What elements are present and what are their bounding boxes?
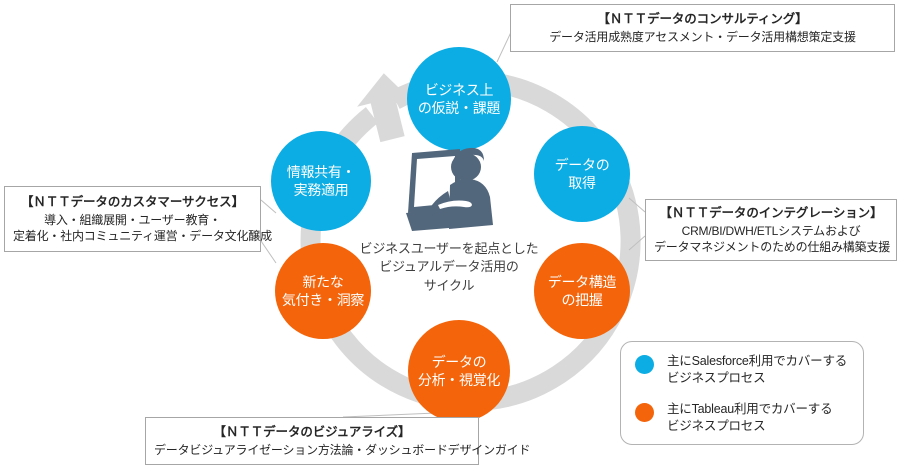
cycle-node-share[interactable]: 情報共有・ 実務適用 xyxy=(271,131,371,231)
center-caption-line: サイクル xyxy=(423,277,475,293)
cycle-node-insight[interactable]: 新たな 気付き・洞察 xyxy=(275,243,371,339)
center-caption-line: ビジュアルデータ活用の xyxy=(379,259,519,275)
node-line: 取得 xyxy=(568,175,596,191)
cycle-node-structure-label: データ構造 の把握 xyxy=(548,273,617,309)
person-at-computer-icon xyxy=(406,147,493,231)
callout-consulting-line: データ活用成熟度アセスメント・データ活用構想策定支援 xyxy=(549,29,856,44)
callout-consulting-title: 【ＮＴＴデータのコンサルティング】 xyxy=(597,12,808,27)
cycle-node-hypothesis-label: ビジネス上 の仮説・課題 xyxy=(417,81,501,117)
center-caption-line: ビジネスユーザーを起点とした xyxy=(359,241,539,256)
legend-swatch-orange-icon xyxy=(635,402,654,422)
callout-integration: 【ＮＴＴデータのインテグレーション】 CRM/BI/DWH/ETLシステムおよび… xyxy=(645,199,897,261)
cycle-node-hypothesis[interactable]: ビジネス上 の仮説・課題 xyxy=(407,47,511,151)
node-line: の仮説・課題 xyxy=(417,100,501,116)
callout-customer-success: 【ＮＴＴデータのカスタマーサクセス】 導入・組織展開・ユーザー教育・ 定着化・社… xyxy=(4,186,272,252)
cycle-node-share-label: 情報共有・ 実務適用 xyxy=(287,163,356,199)
node-line: 新たな xyxy=(302,273,344,290)
legend-line: 主にTableau利用でカバーする xyxy=(667,401,833,416)
callout-consulting: 【ＮＴＴデータのコンサルティング】 データ活用成熟度アセスメント・データ活用構想… xyxy=(510,4,895,52)
cycle-arrowhead-icon xyxy=(357,73,411,143)
legend-item-salesforce-label: 主にSalesforce利用でカバーする ビジネスプロセス xyxy=(667,353,847,388)
legend-line: ビジネスプロセス xyxy=(667,371,766,386)
callout-integration-line: データマネジメントのための仕組み構築支援 xyxy=(654,239,891,254)
callout-integration-title: 【ＮＴＴデータのインテグレーション】 xyxy=(659,206,883,221)
node-line: の把握 xyxy=(561,292,603,308)
callout-customer-success-title: 【ＮＴＴデータのカスタマーサクセス】 xyxy=(21,195,244,210)
node-line: 気付き・洞察 xyxy=(281,292,365,308)
cycle-node-acquire-label: データの 取得 xyxy=(555,156,610,192)
center-caption: ビジネスユーザーを起点とした ビジュアルデータ活用の サイクル xyxy=(339,240,559,295)
legend-item-salesforce: 主にSalesforce利用でカバーする ビジネスプロセス xyxy=(635,353,851,388)
node-line: データ構造 xyxy=(547,273,617,290)
node-line: データの xyxy=(431,353,487,370)
node-line: データの xyxy=(554,156,610,173)
legend-line: ビジネスプロセス xyxy=(667,418,766,433)
legend-item-tableau-label: 主にTableau利用でカバーする ビジネスプロセス xyxy=(667,401,833,436)
node-line: 実務適用 xyxy=(293,182,349,198)
legend: 主にSalesforce利用でカバーする ビジネスプロセス 主にTableau利… xyxy=(620,341,864,445)
cycle-node-analysis[interactable]: データの 分析・視覚化 xyxy=(408,320,510,422)
cycle-node-acquire[interactable]: データの 取得 xyxy=(534,126,630,222)
cycle-node-insight-label: 新たな 気付き・洞察 xyxy=(281,273,365,309)
legend-line: 主にSalesforce利用でカバーする xyxy=(667,354,848,368)
callout-visualize-line: データビジュアライゼーション方法論・ダッシュボードデザインガイド xyxy=(154,442,531,457)
callout-visualize-title: 【ＮＴＴデータのビジュアライズ】 xyxy=(213,425,411,440)
cycle-node-structure[interactable]: データ構造 の把握 xyxy=(534,243,630,339)
cycle-node-analysis-label: データの 分析・視覚化 xyxy=(417,353,501,389)
callout-customer-success-line: 定着化・社内コミュニティ運営・データ文化醸成 xyxy=(13,228,272,243)
node-line: 分析・視覚化 xyxy=(417,372,501,388)
node-line: 情報共有・ xyxy=(286,163,356,180)
callout-integration-line: CRM/BI/DWH/ETLシステムおよび xyxy=(681,223,861,238)
callout-visualize: 【ＮＴＴデータのビジュアライズ】 データビジュアライゼーション方法論・ダッシュボ… xyxy=(145,417,531,465)
legend-item-tableau: 主にTableau利用でカバーする ビジネスプロセス xyxy=(635,401,851,436)
node-line: ビジネス上 xyxy=(424,81,494,98)
callout-customer-success-line: 導入・組織展開・ユーザー教育・ xyxy=(44,212,221,227)
legend-swatch-blue-icon xyxy=(635,355,654,374)
